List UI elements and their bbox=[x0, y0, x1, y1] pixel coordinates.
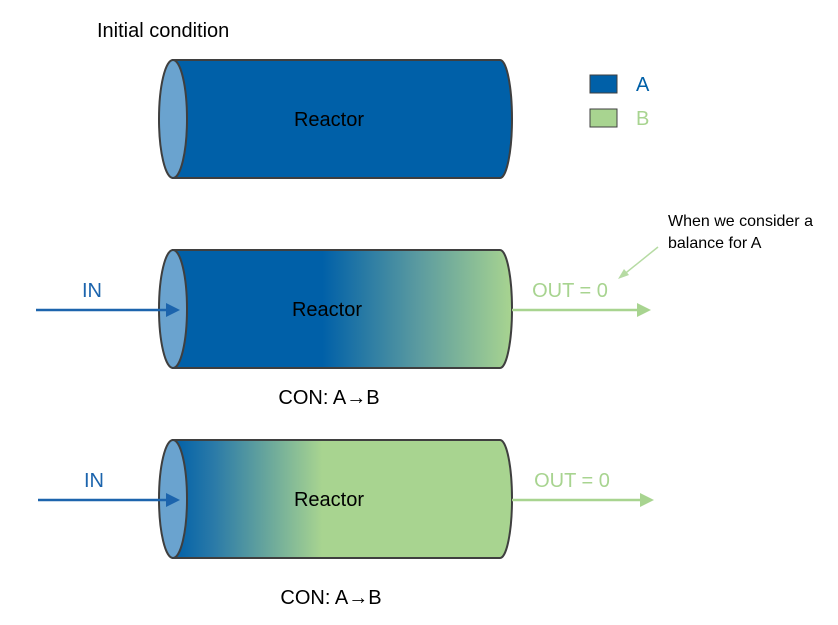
inlet-arrowhead-overlay bbox=[166, 493, 180, 507]
reactor-label: Reactor bbox=[294, 109, 364, 131]
reactor-stage-3: IN Reactor OUT = 0 CON: A→B bbox=[38, 439, 654, 609]
annotation-arrow bbox=[621, 246, 659, 277]
inlet-label: IN bbox=[84, 470, 104, 492]
reactor-label: Reactor bbox=[294, 489, 364, 511]
outlet-arrowhead bbox=[640, 493, 654, 507]
reactor-initial: Reactor bbox=[158, 59, 513, 179]
annotation: When we consider a balance for A bbox=[618, 213, 813, 279]
outlet-label: OUT = 0 bbox=[534, 470, 610, 492]
reactor-body bbox=[172, 59, 513, 179]
reactor-label: Reactor bbox=[292, 299, 362, 321]
annotation-arrowhead bbox=[618, 269, 629, 279]
legend-label-b: B bbox=[636, 108, 649, 130]
legend: A B bbox=[589, 74, 650, 130]
reaction-label: CON: A→B bbox=[280, 587, 381, 609]
inlet-arrowhead-overlay bbox=[166, 303, 180, 317]
legend-swatch-b bbox=[589, 108, 618, 128]
reactor-body bbox=[172, 249, 513, 369]
annotation-line-2: balance for A bbox=[668, 235, 762, 252]
outlet-arrowhead bbox=[637, 303, 651, 317]
annotation-line-1: When we consider a bbox=[668, 213, 813, 230]
reaction-label: CON: A→B bbox=[278, 387, 379, 409]
reactor-stage-2: IN Reactor OUT = 0 CON: A→B bbox=[36, 249, 651, 409]
legend-swatch-a bbox=[589, 74, 618, 94]
legend-label-a: A bbox=[636, 74, 650, 96]
diagram-title: Initial condition bbox=[97, 20, 229, 42]
reactor-body bbox=[172, 439, 513, 559]
reactor-inlet-cap bbox=[158, 59, 188, 179]
outlet-label: OUT = 0 bbox=[532, 280, 608, 302]
inlet-label: IN bbox=[82, 280, 102, 302]
